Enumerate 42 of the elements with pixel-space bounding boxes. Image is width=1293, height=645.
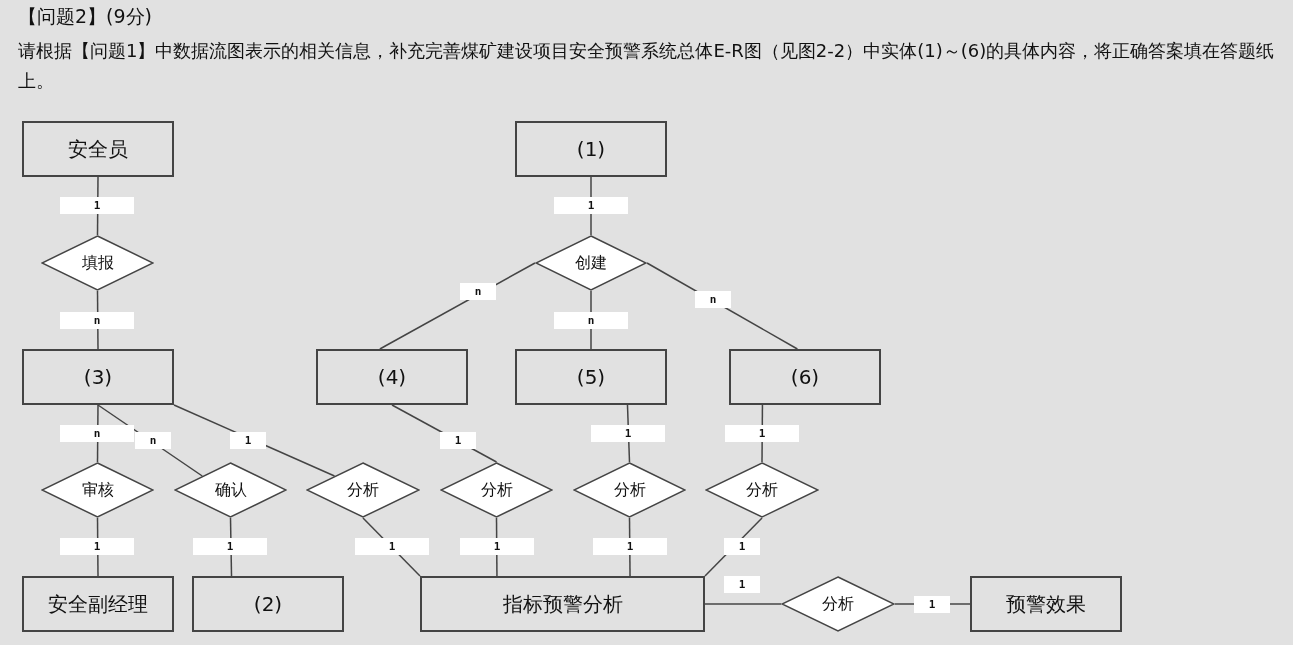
cardinality-label: n xyxy=(460,283,496,300)
cardinality-label: 1 xyxy=(591,425,665,442)
cardinality-label: n xyxy=(554,312,628,329)
entity-box: (1) xyxy=(515,121,667,177)
cardinality-label: n xyxy=(695,291,731,308)
relationship-diamond: 分析 xyxy=(573,462,686,518)
cardinality-label: 1 xyxy=(440,432,476,449)
relationship-diamond: 分析 xyxy=(306,462,420,518)
question-text: 请根据【问题1】中数据流图表示的相关信息，补充完善煤矿建设项目安全预警系统总体E-R图（见图2-2）中实体(1)～(6)的具体内容，将正确答案填在答题纸上。 xyxy=(18,39,1276,93)
cardinality-label: 1 xyxy=(60,538,134,555)
entity-box: 安全员 xyxy=(22,121,174,177)
entity-box: (4) xyxy=(316,349,468,405)
cardinality-label: 1 xyxy=(914,596,950,613)
cardinality-label: n xyxy=(60,312,134,329)
cardinality-label: 1 xyxy=(724,538,760,555)
cardinality-label: n xyxy=(135,432,171,449)
cardinality-label: 1 xyxy=(554,197,628,214)
cardinality-label: n xyxy=(60,425,134,442)
cardinality-label: 1 xyxy=(355,538,429,555)
relationship-diamond: 审核 xyxy=(41,462,154,518)
cardinality-label: 1 xyxy=(193,538,267,555)
cardinality-label: 1 xyxy=(725,425,799,442)
relationship-diamond: 确认 xyxy=(174,462,287,518)
entity-box: 安全副经理 xyxy=(22,576,174,632)
entity-box: (2) xyxy=(192,576,344,632)
relationship-diamond: 分析 xyxy=(440,462,553,518)
relationship-diamond: 分析 xyxy=(781,576,895,632)
question-heading: 【问题2】(9分) xyxy=(18,4,152,29)
entity-box: (6) xyxy=(729,349,881,405)
entity-box: 指标预警分析 xyxy=(420,576,705,632)
relationship-diamond: 填报 xyxy=(41,235,154,291)
entity-box: (3) xyxy=(22,349,174,405)
cardinality-label: 1 xyxy=(230,432,266,449)
connector-line xyxy=(704,603,782,605)
relationship-diamond: 创建 xyxy=(535,235,647,291)
cardinality-label: 1 xyxy=(593,538,667,555)
cardinality-label: 1 xyxy=(60,197,134,214)
cardinality-label: 1 xyxy=(460,538,534,555)
entity-box: (5) xyxy=(515,349,667,405)
entity-box: 预警效果 xyxy=(970,576,1122,632)
cardinality-label: 1 xyxy=(724,576,760,593)
relationship-diamond: 分析 xyxy=(705,462,819,518)
